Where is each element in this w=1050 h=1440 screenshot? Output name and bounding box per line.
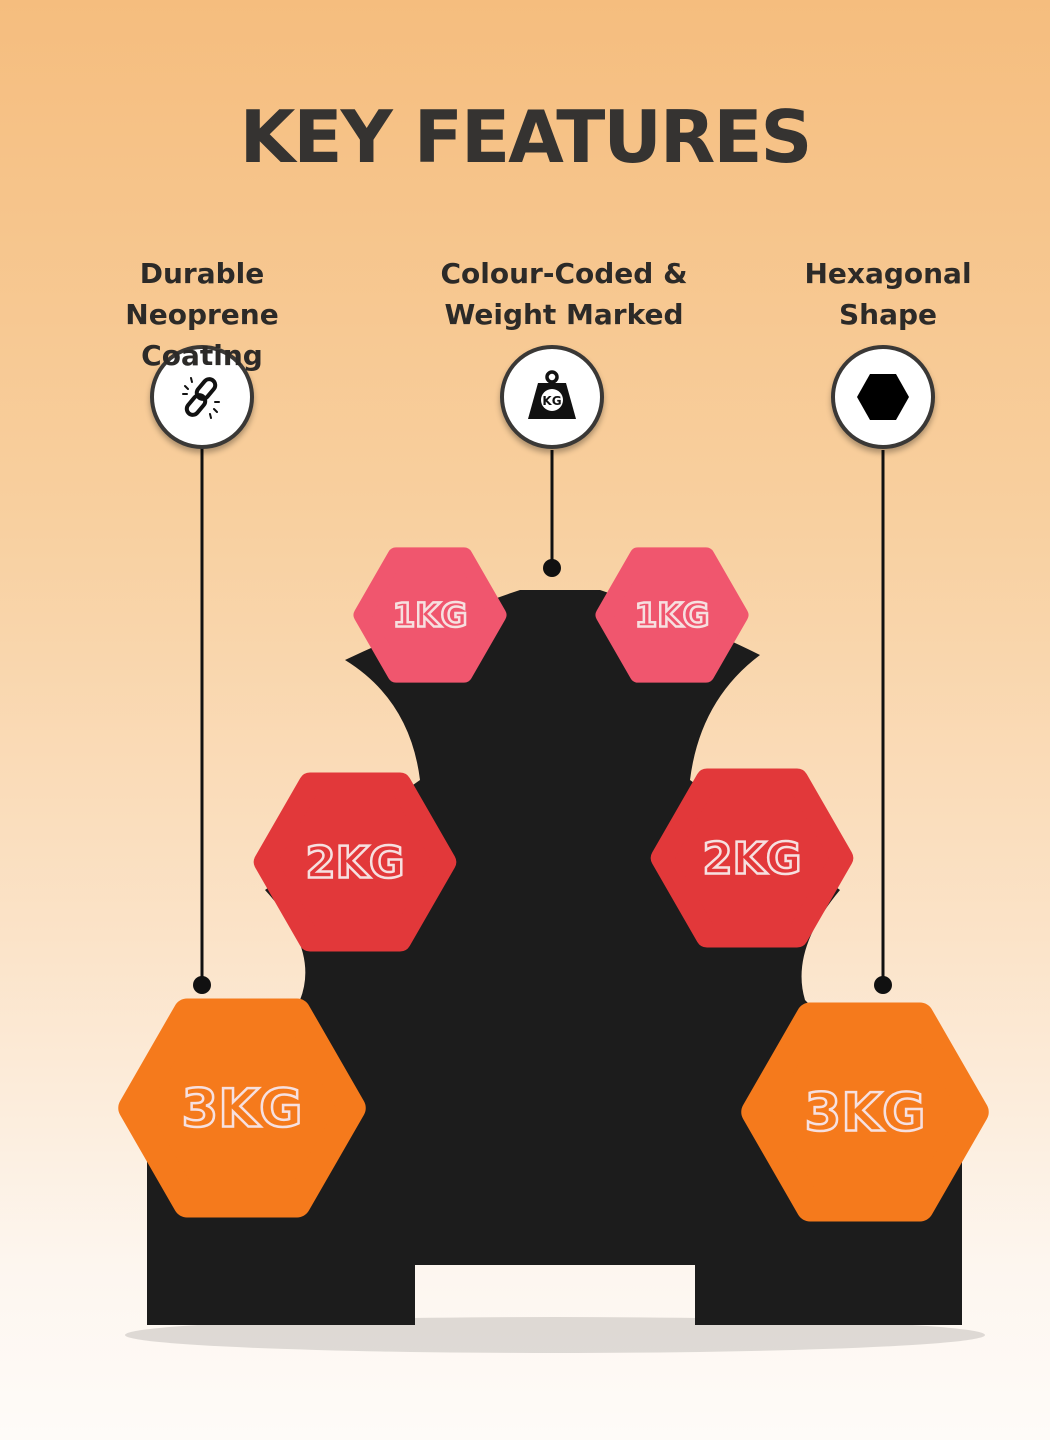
rack-shadow <box>125 1317 985 1353</box>
kg-icon-text: KG <box>542 394 561 408</box>
dumbbell-head <box>353 547 507 683</box>
feature-label-colour-coded: Colour-Coded & Weight Marked <box>440 257 688 331</box>
hexagon-icon <box>857 374 909 420</box>
kg-weight-icon: KG <box>528 370 576 419</box>
dumbbell-head <box>253 772 457 952</box>
dumbbell-3kg: 3KG <box>118 998 366 1218</box>
connector-dots <box>193 559 892 994</box>
dumbbell-head <box>650 768 854 948</box>
dumbbells: 1KG 1KG 2KG 2KG 3KG 3KG <box>118 547 989 1222</box>
dumbbell-weight-label: 1KG <box>393 597 468 635</box>
dumbbell-weight-label: 1KG <box>635 597 710 635</box>
dumbbell-head <box>595 547 749 683</box>
dumbbell-weight-label: 2KG <box>306 838 405 888</box>
feature-icon-coating <box>150 345 254 449</box>
dumbbell-weight-label: 3KG <box>182 1079 303 1140</box>
connector-lines <box>200 447 885 985</box>
dumbbell-head <box>118 998 366 1218</box>
dumbbell-weight-label: 2KG <box>703 834 802 884</box>
broken-link-icon <box>182 377 220 419</box>
dumbbell-2kg: 2KG <box>650 768 854 948</box>
page-title: KEY FEATURES <box>239 95 813 179</box>
dumbbell-head <box>741 1002 989 1222</box>
feature-label-hexagonal: Hexagonal Shape <box>804 257 972 331</box>
dumbbell-1kg: 1KG <box>595 547 749 683</box>
dumbbell-2kg: 2KG <box>253 772 457 952</box>
dumbbell-3kg: 3KG <box>741 1002 989 1222</box>
dumbbell-weight-label: 3KG <box>805 1083 926 1144</box>
feature-icon-hexagon <box>831 345 935 449</box>
feature-icon-weight: KG <box>500 345 604 449</box>
dumbbell-1kg: 1KG <box>353 547 507 683</box>
feature-label-coating: Durable Neoprene Coating <box>125 257 279 372</box>
